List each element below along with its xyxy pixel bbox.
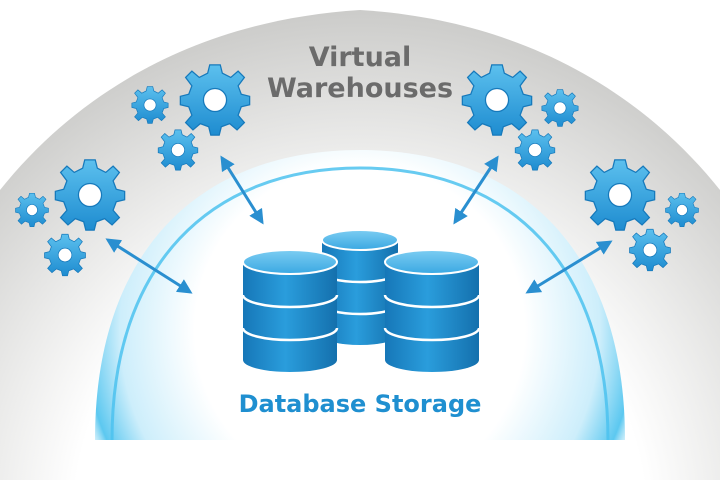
database-icon: [241, 229, 481, 372]
gear-icon: [54, 159, 126, 231]
gear-icon: [15, 192, 49, 228]
gear-icon: [131, 86, 169, 124]
double-arrow-icon: [453, 155, 499, 225]
database-cylinder-left: [241, 249, 339, 372]
gear-icon: [629, 228, 671, 272]
storage-label: Database Storage: [239, 390, 482, 418]
storage-dome-outline: [110, 166, 610, 441]
warehouses-label-line2: Warehouses: [267, 73, 453, 104]
warehouses-label-line1: Virtual: [309, 42, 412, 73]
gear-icon: [179, 64, 251, 136]
double-arrow-icon: [525, 240, 613, 294]
gear-icon: [461, 64, 533, 136]
gear-icon: [157, 129, 199, 171]
gear-icon: [514, 129, 556, 171]
gear-icon: [665, 192, 699, 228]
double-arrow-icon: [105, 238, 193, 294]
database-cylinder-right: [383, 249, 481, 372]
double-arrow-icon: [220, 155, 264, 225]
gear-icon: [584, 159, 656, 231]
gear-icon: [44, 233, 86, 277]
gear-icon: [541, 89, 579, 127]
